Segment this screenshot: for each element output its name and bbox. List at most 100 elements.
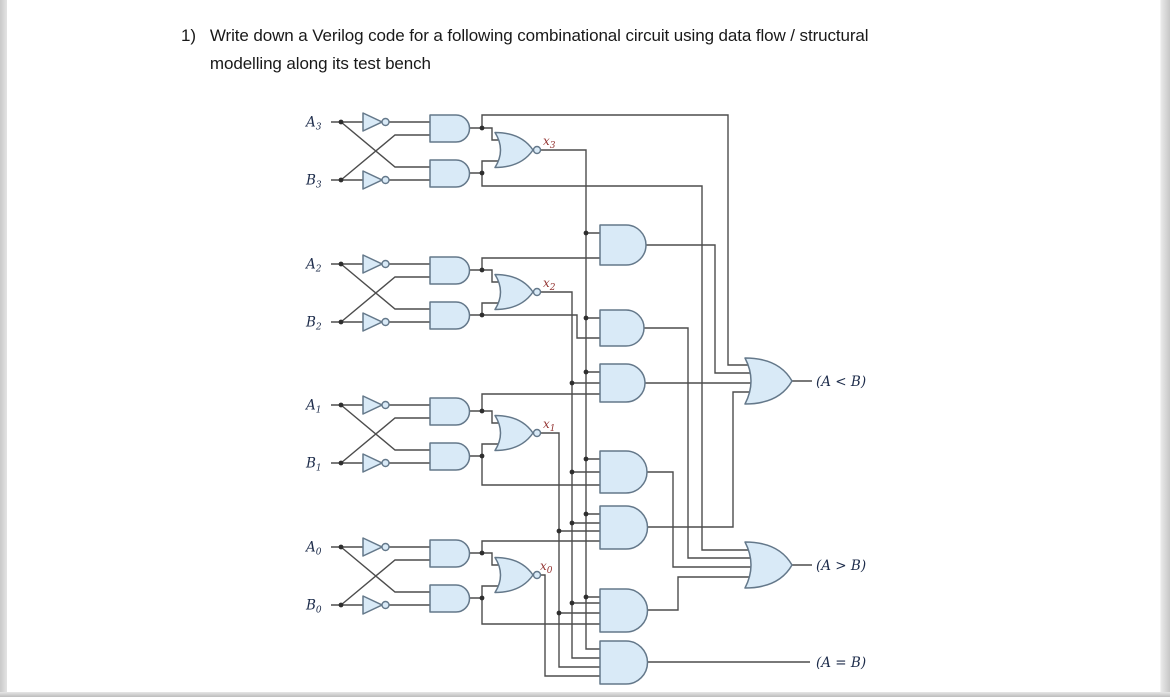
page-edge-bottom	[0, 692, 1170, 697]
x-label-sub: 0	[547, 566, 553, 576]
question-number: 1)	[181, 26, 196, 45]
input-label-base: B	[305, 456, 316, 472]
and-gate-x3x2-a1b1n	[599, 450, 648, 494]
nor-gate-x1	[494, 414, 534, 452]
x-label-base: x	[543, 417, 550, 431]
junction-dot	[479, 125, 485, 131]
wire-and1-to-or-less	[640, 244, 752, 374]
junction-dot	[569, 600, 575, 606]
nor-gate-x0	[494, 556, 534, 594]
junction-dot	[583, 230, 589, 236]
nor-bubble-x0	[532, 570, 542, 580]
wire-x0-line	[540, 574, 600, 677]
question-text: 1) Write down a Verilog code for a follo…	[181, 22, 869, 78]
junction-dot	[569, 380, 575, 386]
not-bubble-b3	[381, 175, 390, 185]
input-label-a3: A3	[304, 115, 322, 133]
and-gate-equal	[599, 640, 649, 685]
wire-stage2-nor-feed	[466, 269, 500, 316]
wire-a0nb0-to-and5	[481, 540, 600, 553]
wire-a3b3n-to-or-greater	[481, 173, 752, 551]
wire-and4-to-or-greater	[640, 471, 752, 568]
output-label-equal: (A = B)	[816, 655, 866, 671]
not-gate-b3	[362, 170, 383, 190]
input-label-base: B	[305, 315, 316, 331]
input-label-base: B	[305, 598, 316, 614]
not-bubble-a0	[381, 542, 390, 552]
junction-dot	[569, 520, 575, 526]
x-label-base: x	[540, 559, 547, 573]
input-label-base: A	[304, 115, 316, 131]
input-label-b2: B2	[305, 315, 322, 333]
and-gate-a3-b3n	[429, 159, 471, 188]
page-edge-left	[0, 0, 7, 697]
wire-stage1-inputs	[331, 404, 430, 464]
xnor-label-x2: x2	[543, 276, 556, 293]
not-bubble-a2	[381, 259, 390, 269]
labels: A3 B3 A2 B2 A1 B1 A0 B0 x3 x2 x1 x0 (A <…	[304, 115, 866, 672]
input-label-base: A	[304, 398, 316, 414]
and-gate-a2-b2n	[429, 301, 471, 330]
nor-bubble-x2	[532, 287, 542, 297]
and-gate-a0-b0n	[429, 584, 471, 613]
not-gate-a0	[362, 537, 383, 557]
junction-dot	[479, 408, 485, 414]
wire-stage3-inputs	[331, 121, 430, 181]
wire-and5-to-or-less	[640, 391, 752, 528]
junction-dot	[583, 511, 589, 517]
output-label-greater: (A > B)	[816, 558, 866, 574]
wire-a3nb3-to-or-less	[481, 114, 752, 366]
not-bubble-a3	[381, 117, 390, 127]
and-gate-x3x2x1-a0b0n	[599, 588, 649, 633]
page-edge-right	[1160, 0, 1170, 697]
wires	[331, 114, 812, 677]
wire-and6-to-or-greater	[640, 576, 752, 611]
input-label-base: A	[304, 257, 316, 273]
junction-dot	[583, 315, 589, 321]
gates	[362, 112, 793, 685]
wire-a2b2n-to-and2	[482, 314, 600, 339]
or-gate-a-greater-b	[744, 541, 793, 589]
input-label-sub: 2	[315, 265, 322, 275]
junction-dot	[338, 119, 344, 125]
and-gate-x3x2x1-a0nb0	[599, 505, 649, 550]
nor-bubble-x3	[532, 145, 542, 155]
junction-dot	[479, 595, 485, 601]
wire-stage1-nor-feed	[466, 410, 500, 457]
input-label-a1: A1	[304, 398, 321, 416]
input-label-b1: B1	[305, 456, 322, 474]
not-bubble-b0	[381, 600, 390, 610]
junction-dot	[479, 550, 485, 556]
xnor-label-x0: x0	[540, 559, 553, 576]
wire-a1b1n-to-and4	[481, 456, 600, 486]
and-gate-a2n-b2	[429, 256, 471, 285]
junction-dot	[583, 594, 589, 600]
junction-dot	[479, 170, 485, 176]
not-gate-a1	[362, 395, 383, 415]
junction-dot	[338, 319, 344, 325]
not-gate-a2	[362, 254, 383, 274]
input-label-sub: 3	[316, 181, 322, 191]
wire-and2-to-or-greater	[640, 327, 752, 559]
wire-a0b0n-to-and6	[481, 598, 600, 625]
and-gate-a1n-b1	[429, 397, 471, 426]
junction-dot	[556, 610, 562, 616]
nor-gate-x3	[494, 131, 534, 169]
junction-dot	[338, 177, 344, 183]
input-label-base: B	[305, 173, 316, 189]
x-label-base: x	[543, 134, 550, 148]
input-label-sub: 1	[316, 464, 322, 474]
and-gate-x3-a2nb2	[599, 224, 647, 266]
input-label-a0: A0	[304, 540, 322, 558]
input-label-b0: B0	[305, 598, 322, 616]
wire-stage2-inputs	[331, 263, 430, 323]
wire-a1nb1-to-and3	[481, 393, 600, 411]
not-gate-b0	[362, 595, 383, 615]
input-label-base: A	[304, 540, 316, 556]
junction-dots	[338, 119, 589, 616]
not-gate-b2	[362, 312, 383, 332]
not-bubble-b2	[381, 317, 390, 327]
nor-gate-x2	[494, 273, 534, 311]
input-label-b3: B3	[305, 173, 322, 191]
